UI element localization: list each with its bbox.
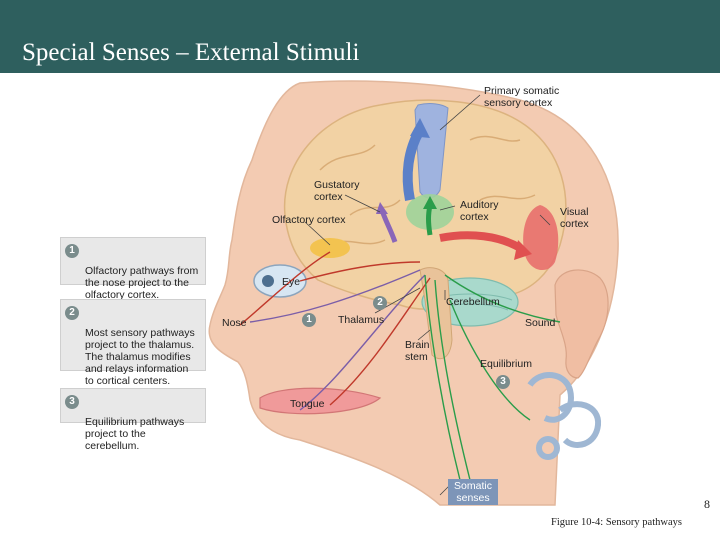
label-somatic-senses: Somatic senses	[448, 479, 498, 505]
eye	[253, 264, 307, 298]
step-text-2: Most sensory pathways project to the tha…	[85, 327, 195, 387]
step-text-3: Equilibrium pathways project to the cere…	[85, 416, 185, 452]
label-primary-somatic-cortex: Primary somatic sensory cortex	[484, 85, 560, 109]
step-box-2: 2 Most sensory pathways project to the t…	[60, 299, 206, 387]
label-visual-cortex: Visual cortex	[560, 206, 589, 230]
step-number-2: 2	[65, 306, 79, 320]
figure-caption: Figure 10-4: Sensory pathways	[551, 517, 682, 528]
label-nose: Nose	[222, 317, 247, 329]
auditory-arrow	[426, 204, 433, 236]
title-bar: Special Senses – External Stimuli	[0, 0, 720, 73]
visual-arrow	[439, 231, 523, 252]
somatic-pathway	[434, 279, 471, 481]
inner-ear	[527, 372, 602, 460]
slide-title: Special Senses – External Stimuli	[22, 39, 360, 66]
somatic-pathway-2	[424, 274, 461, 481]
marker-equilibrium-path: 3	[496, 375, 510, 389]
equilibrium-pathway	[449, 299, 531, 421]
page-number: 8	[704, 497, 710, 511]
label-equilibrium: Equilibrium	[480, 358, 532, 370]
step-number-1: 1	[65, 244, 79, 258]
ear	[554, 269, 609, 379]
label-tongue: Tongue	[290, 398, 325, 410]
marker-thalamus-path: 2	[373, 296, 387, 310]
label-brain-stem: Brain stem	[405, 339, 430, 363]
step-box-3: 3 Equilibrium pathways project to the ce…	[60, 388, 206, 452]
label-auditory-cortex: Auditory cortex	[460, 199, 499, 223]
eye-pathway	[299, 261, 421, 282]
label-cerebellum: Cerebellum	[446, 296, 500, 308]
label-sound: Sound	[525, 317, 556, 329]
step-number-3: 3	[65, 395, 79, 409]
olfactory-pathway	[239, 251, 331, 326]
step-box-1: 1 Olfactory pathways from the nose proje…	[60, 237, 206, 301]
nose-pathway	[249, 269, 421, 323]
sound-pathway	[444, 274, 561, 323]
label-thalamus: Thalamus	[338, 314, 385, 326]
marker-nose-path: 1	[302, 313, 316, 327]
step-text-1: Olfactory pathways from the nose project…	[85, 265, 199, 301]
olfactory-cortex	[310, 238, 350, 258]
label-eye: Eye	[282, 276, 301, 288]
visual-cortex	[523, 205, 559, 271]
label-gustatory-cortex: Gustatory cortex	[314, 179, 360, 203]
tongue-pathway-2	[329, 277, 431, 406]
tongue	[259, 387, 382, 415]
label-olfactory-cortex: Olfactory cortex	[272, 214, 346, 226]
tongue-pathway-1	[299, 274, 426, 411]
